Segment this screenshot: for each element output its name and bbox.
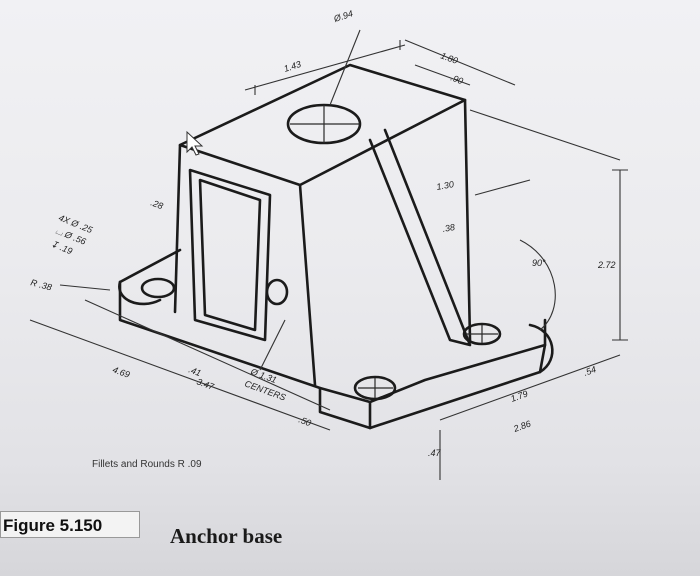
- cursor-icon: [186, 130, 204, 156]
- dimension-labels: Ø.94 1.43 1.80 .90 1.30 .38 90° 2.72 .54…: [29, 8, 615, 458]
- dim-centers: CENTERS: [243, 378, 287, 402]
- dim-286: 2.86: [511, 418, 532, 434]
- holes: [140, 103, 502, 401]
- dim-54: .54: [582, 364, 597, 378]
- dim-28: .28: [149, 197, 164, 211]
- dimension-lines: [29, 29, 628, 480]
- dim-347: 3.47: [195, 376, 216, 392]
- dim-r38: R .38: [29, 277, 52, 292]
- dim-angle: 90°: [532, 258, 546, 268]
- dim-47: .47: [428, 448, 442, 458]
- dim-41: .41: [187, 364, 202, 378]
- dim-hole-top: Ø.94: [332, 8, 355, 24]
- dim-272: 2.72: [597, 260, 616, 270]
- figure-label: Figure 5.150: [0, 511, 140, 538]
- main-block: [173, 63, 472, 387]
- dim-90: .90: [449, 72, 464, 86]
- dim-130: 1.30: [436, 179, 455, 192]
- base-plate: [118, 248, 554, 430]
- dim-38: .38: [442, 222, 456, 234]
- dim-50: .50: [297, 414, 312, 428]
- dim-469: 4.69: [111, 364, 131, 379]
- dim-180: 1.80: [439, 50, 459, 65]
- fillets-note: Fillets and Rounds R .09: [92, 459, 202, 470]
- dim-143: 1.43: [283, 59, 303, 74]
- figure-title: Anchor base: [170, 524, 283, 548]
- dim-179: 1.79: [509, 388, 529, 403]
